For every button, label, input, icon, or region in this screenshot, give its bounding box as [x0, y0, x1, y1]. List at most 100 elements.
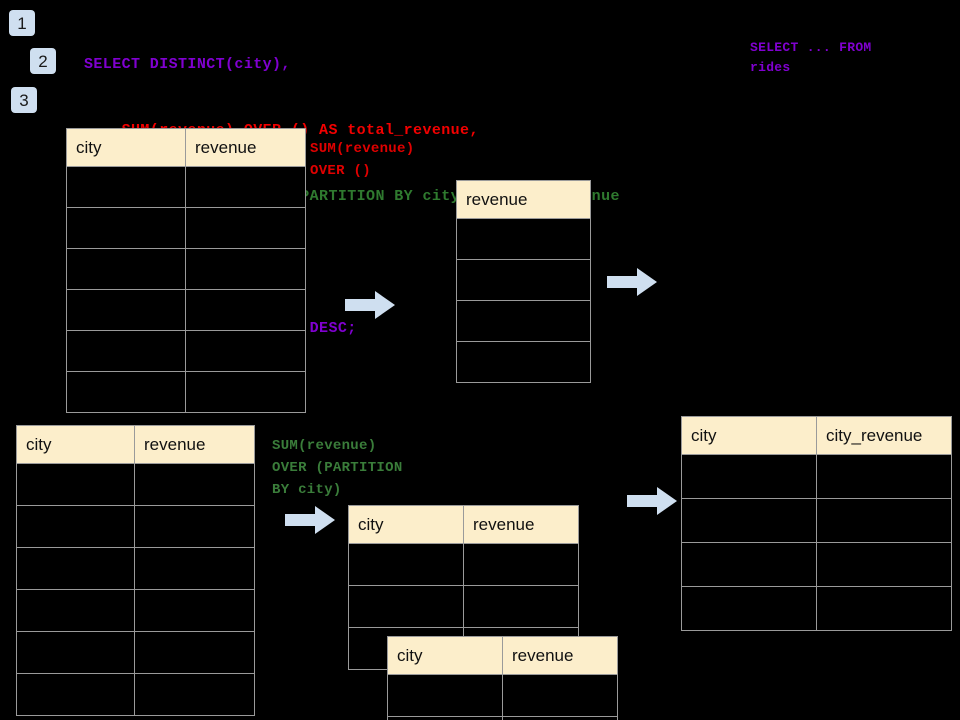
- step-badge-2: 2: [30, 48, 56, 74]
- column-header-city: city: [66, 128, 186, 167]
- cell-revenue: [185, 289, 306, 331]
- cell-revenue: [185, 248, 306, 290]
- cell-revenue: [185, 371, 306, 413]
- cell-city: [681, 498, 817, 543]
- side-note-select-from-rides: SELECT ... FROM rides: [750, 40, 872, 75]
- table-row: [16, 463, 255, 506]
- table-row: [456, 300, 591, 342]
- cell-revenue: [134, 547, 255, 590]
- table-row: [66, 330, 306, 372]
- table-row: [681, 498, 952, 543]
- column-header-city: city: [681, 416, 817, 455]
- cell-city: [66, 330, 186, 372]
- step-badge-1: 1: [9, 10, 35, 36]
- cell-city-revenue: [816, 498, 952, 543]
- table-row: [387, 716, 618, 720]
- cell-city-revenue: [816, 586, 952, 631]
- cell-city: [16, 631, 135, 674]
- table-row: [348, 543, 579, 586]
- cell-revenue: [463, 585, 579, 628]
- cell-revenue: [463, 543, 579, 586]
- cell-city: [387, 674, 503, 717]
- table-header-row: city city_revenue: [681, 416, 952, 455]
- cell-revenue: [502, 716, 618, 720]
- column-header-revenue: revenue: [134, 425, 255, 464]
- cell-revenue: [134, 505, 255, 548]
- cell-revenue: [456, 300, 591, 342]
- table-row: [66, 166, 306, 208]
- cell-city: [66, 248, 186, 290]
- cell-city: [16, 589, 135, 632]
- column-header-revenue: revenue: [502, 636, 618, 675]
- table-row: [16, 589, 255, 632]
- cell-revenue: [185, 207, 306, 249]
- cell-city: [16, 463, 135, 506]
- arrow-rides-to-partition: [285, 505, 335, 540]
- revenue-intermediate-table: revenue: [456, 180, 591, 383]
- cell-city: [66, 166, 186, 208]
- cell-city: [16, 547, 135, 590]
- table-header-row: city revenue: [16, 425, 255, 464]
- table-row: [66, 248, 306, 290]
- table-header-row: city revenue: [66, 128, 306, 167]
- cell-city: [348, 543, 464, 586]
- partition-group-table-a: city revenue: [348, 505, 579, 670]
- table-row: [681, 454, 952, 499]
- table-row: [348, 585, 579, 628]
- table-row: [456, 341, 591, 383]
- cell-city: [387, 716, 503, 720]
- cell-revenue: [502, 674, 618, 717]
- arrow-revenue-to-result: [607, 267, 657, 302]
- cell-city: [66, 289, 186, 331]
- table-row: [456, 259, 591, 301]
- table-row: [456, 218, 591, 260]
- table-header-row: revenue: [456, 180, 591, 219]
- table-row: [387, 674, 618, 717]
- column-header-revenue: revenue: [456, 180, 591, 219]
- result-table: city city_revenue: [681, 416, 952, 631]
- table-row: [681, 542, 952, 587]
- cell-city: [681, 586, 817, 631]
- rides-source-table-bottom: city revenue: [16, 425, 255, 716]
- cell-city: [16, 673, 135, 716]
- cell-city: [66, 371, 186, 413]
- annotation-sum-over-empty: SUM(revenue) OVER (): [310, 141, 415, 179]
- table-row: [16, 631, 255, 674]
- cell-city: [681, 454, 817, 499]
- column-header-city: city: [16, 425, 135, 464]
- cell-revenue: [134, 589, 255, 632]
- cell-city: [681, 542, 817, 587]
- column-header-city: city: [348, 505, 464, 544]
- partition-group-table-b: city revenue: [387, 636, 618, 720]
- cell-revenue: [185, 330, 306, 372]
- cell-revenue: [456, 259, 591, 301]
- column-header-revenue: revenue: [463, 505, 579, 544]
- table-row: [66, 207, 306, 249]
- cell-city: [348, 585, 464, 628]
- column-header-city-revenue: city_revenue: [816, 416, 952, 455]
- cell-revenue: [134, 463, 255, 506]
- cell-city-revenue: [816, 454, 952, 499]
- table-header-row: city revenue: [387, 636, 618, 675]
- step-badge-3: 3: [11, 87, 37, 113]
- arrow-rides-to-revenue: [345, 290, 395, 325]
- cell-city: [16, 505, 135, 548]
- table-row: [16, 505, 255, 548]
- table-row: [681, 586, 952, 631]
- cell-revenue: [456, 218, 591, 260]
- step-badge-2-label: 2: [38, 51, 48, 71]
- sql-line-1: SELECT DISTINCT(city),: [84, 56, 291, 73]
- cell-revenue: [456, 341, 591, 383]
- arrow-partition-to-result: [627, 486, 677, 521]
- cell-revenue: [134, 673, 255, 716]
- cell-revenue: [134, 631, 255, 674]
- rides-source-table-top: city revenue: [66, 128, 306, 413]
- table-row: [66, 289, 306, 331]
- table-row: [16, 673, 255, 716]
- cell-city: [66, 207, 186, 249]
- table-row: [16, 547, 255, 590]
- step-badge-1-label: 1: [17, 13, 27, 33]
- annotation-sum-over-partition: SUM(revenue) OVER (PARTITION BY city): [272, 438, 403, 498]
- column-header-revenue: revenue: [185, 128, 306, 167]
